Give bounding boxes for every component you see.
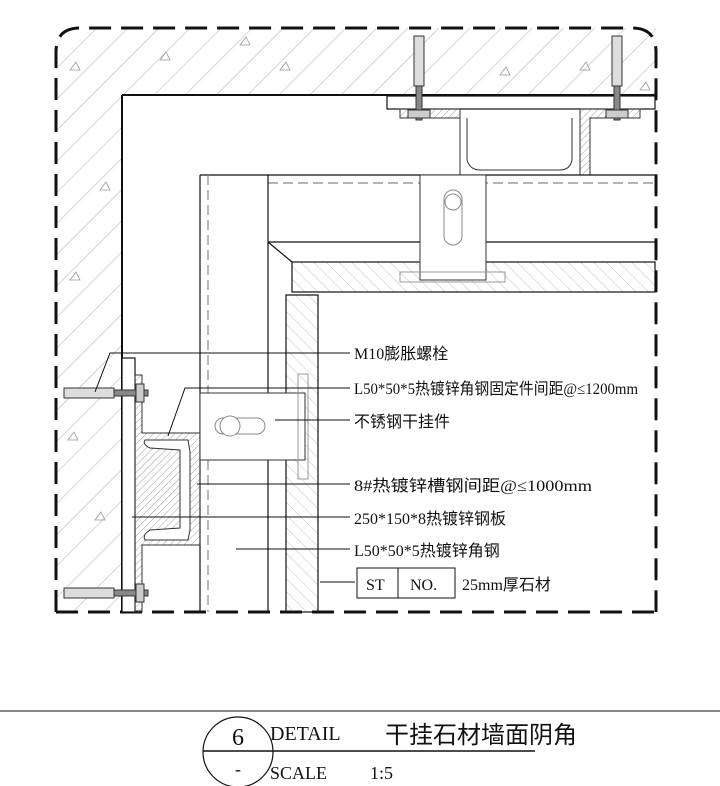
label-angle-fixing: L50*50*5热镀锌角钢固定件间距@≤1200mm [354,380,639,398]
detail-number: 6 [232,725,244,751]
title-block: 6 - DETAIL 干挂石材墙面阴角 SCALE 1:5 [0,710,720,786]
label-angle-steel: L50*50*5热镀锌角钢 [354,542,500,560]
material-tag-no: NO. [410,577,437,594]
label-expansion-bolt: M10膨胀螺栓 [354,345,448,363]
drawing-title: 干挂石材墙面阴角 [385,722,577,749]
material-tag-st: ST [366,577,385,594]
label-steel-plate: 250*150*8热镀锌钢板 [354,510,506,528]
sheet-number: - [235,759,241,779]
material-tag-note: 25mm厚石材 [462,576,551,594]
scale-value: 1:5 [370,763,393,783]
scale-label: SCALE [270,763,327,783]
break-boundary [54,26,658,612]
left-expansion-bolts [63,383,149,603]
detail-label: DETAIL [270,723,341,745]
material-tag: ST NO. 25mm厚石材 [356,567,551,599]
label-channel-steel: 8#热镀锌槽钢间距@≤1000mm [354,477,593,495]
channel-steel [134,374,201,613]
label-stainless-hanger: 不锈钢干挂件 [354,413,450,431]
top-hanger [399,174,506,283]
top-expansion-bolts [407,35,629,121]
stainless-hanger [199,373,309,480]
leader-lines [94,352,355,583]
